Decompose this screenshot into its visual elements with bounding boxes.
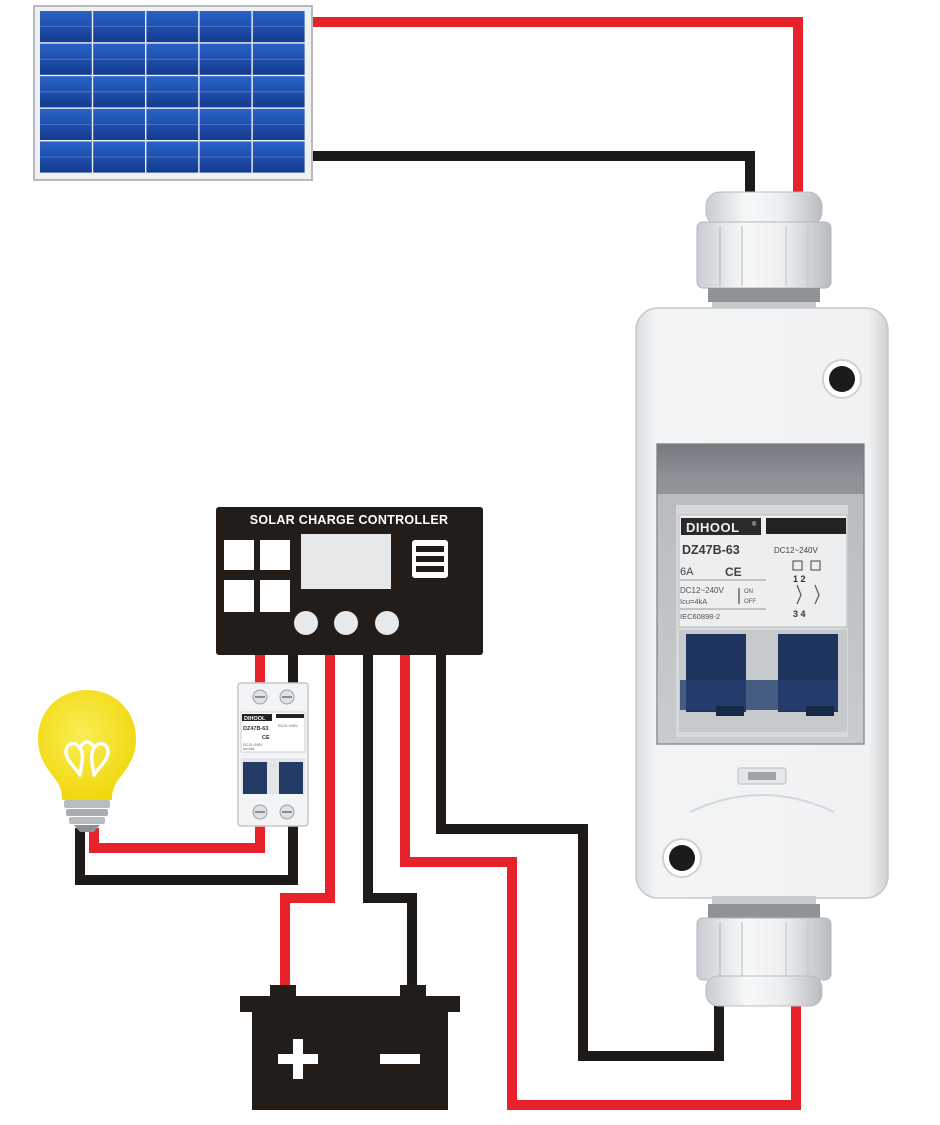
solar-panel — [33, 5, 313, 181]
load-positive-wire — [89, 825, 265, 853]
load-negative-wire — [75, 825, 298, 885]
main-breaker-terminal-top: 1 2 — [793, 574, 806, 584]
bottom-cable-gland — [696, 896, 832, 1007]
controller-round-button-2[interactable] — [334, 611, 358, 635]
main-breaker-voltage-top: DC12~240V — [774, 546, 818, 555]
small-breaker-ce: CE — [262, 735, 270, 741]
wiring — [75, 17, 803, 1110]
small-breaker-handle-left[interactable] — [243, 762, 267, 794]
solar-charge-controller: SOLAR CHARGE CONTROLLER — [216, 507, 483, 655]
controller-title: SOLAR CHARGE CONTROLLER — [250, 513, 449, 527]
panel-positive-wire — [310, 17, 803, 200]
main-breaker-brand: DIHOOL — [686, 520, 740, 535]
controller-round-button-1[interactable] — [294, 611, 318, 635]
breaker-enclosure: DIHOOL ® DZ47B-63 DC12~240V 6A CE DC12~2… — [635, 191, 889, 1007]
main-breaker-rating: 6A — [680, 566, 694, 578]
small-breaker-voltage-top: DC12~240V — [278, 724, 298, 728]
small-breaker-voltage: DC12~240V — [243, 743, 263, 747]
light-bulb-icon — [38, 690, 136, 832]
main-breaker-reg: ® — [752, 521, 757, 528]
minus-icon — [380, 1054, 420, 1064]
small-breaker-icu: Icu=4kA — [243, 747, 255, 751]
main-breaker-model: DZ47B-63 — [682, 543, 740, 557]
main-breaker-icu: Icu=4kA — [680, 597, 707, 606]
main-breaker-standard: IEC60898-2 — [680, 612, 720, 621]
load-breaker: DIHOOL DZ47B-63 CE DC12~240V Icu=4kA DC1… — [237, 682, 309, 827]
plus-icon — [278, 1039, 318, 1079]
controller-round-button-3[interactable] — [375, 611, 399, 635]
battery-negative-terminal — [400, 985, 426, 997]
small-breaker-model: DZ47B-63 — [243, 726, 268, 732]
enclosure-positive-out-wire — [400, 655, 801, 1110]
menu-icon[interactable] — [412, 540, 448, 578]
main-breaker-terminal-bottom: 3 4 — [793, 609, 806, 619]
main-breaker-voltage: DC12~240V — [680, 586, 724, 595]
solar-cell-grid — [40, 11, 305, 173]
main-breaker-ce: CE — [725, 565, 742, 579]
small-breaker-handle-right[interactable] — [279, 762, 303, 794]
small-breaker-brand: DIHOOL — [244, 716, 266, 722]
battery-positive-wire — [280, 655, 335, 990]
battery-negative-wire — [363, 655, 417, 990]
enclosure-negative-out-wire — [436, 655, 724, 1061]
battery — [240, 985, 460, 1110]
controller-button-4[interactable] — [260, 580, 290, 612]
top-cable-gland — [696, 191, 832, 310]
controller-button-2[interactable] — [260, 540, 290, 570]
main-breaker: DIHOOL ® DZ47B-63 DC12~240V 6A CE DC12~2… — [676, 505, 848, 737]
controller-button-1[interactable] — [224, 540, 254, 570]
main-breaker-on: ON — [744, 589, 753, 595]
controller-display — [301, 534, 391, 589]
controller-button-3[interactable] — [224, 580, 254, 612]
panel-negative-wire — [310, 151, 755, 200]
main-breaker-off: OFF — [744, 599, 756, 605]
battery-positive-terminal — [270, 985, 296, 997]
